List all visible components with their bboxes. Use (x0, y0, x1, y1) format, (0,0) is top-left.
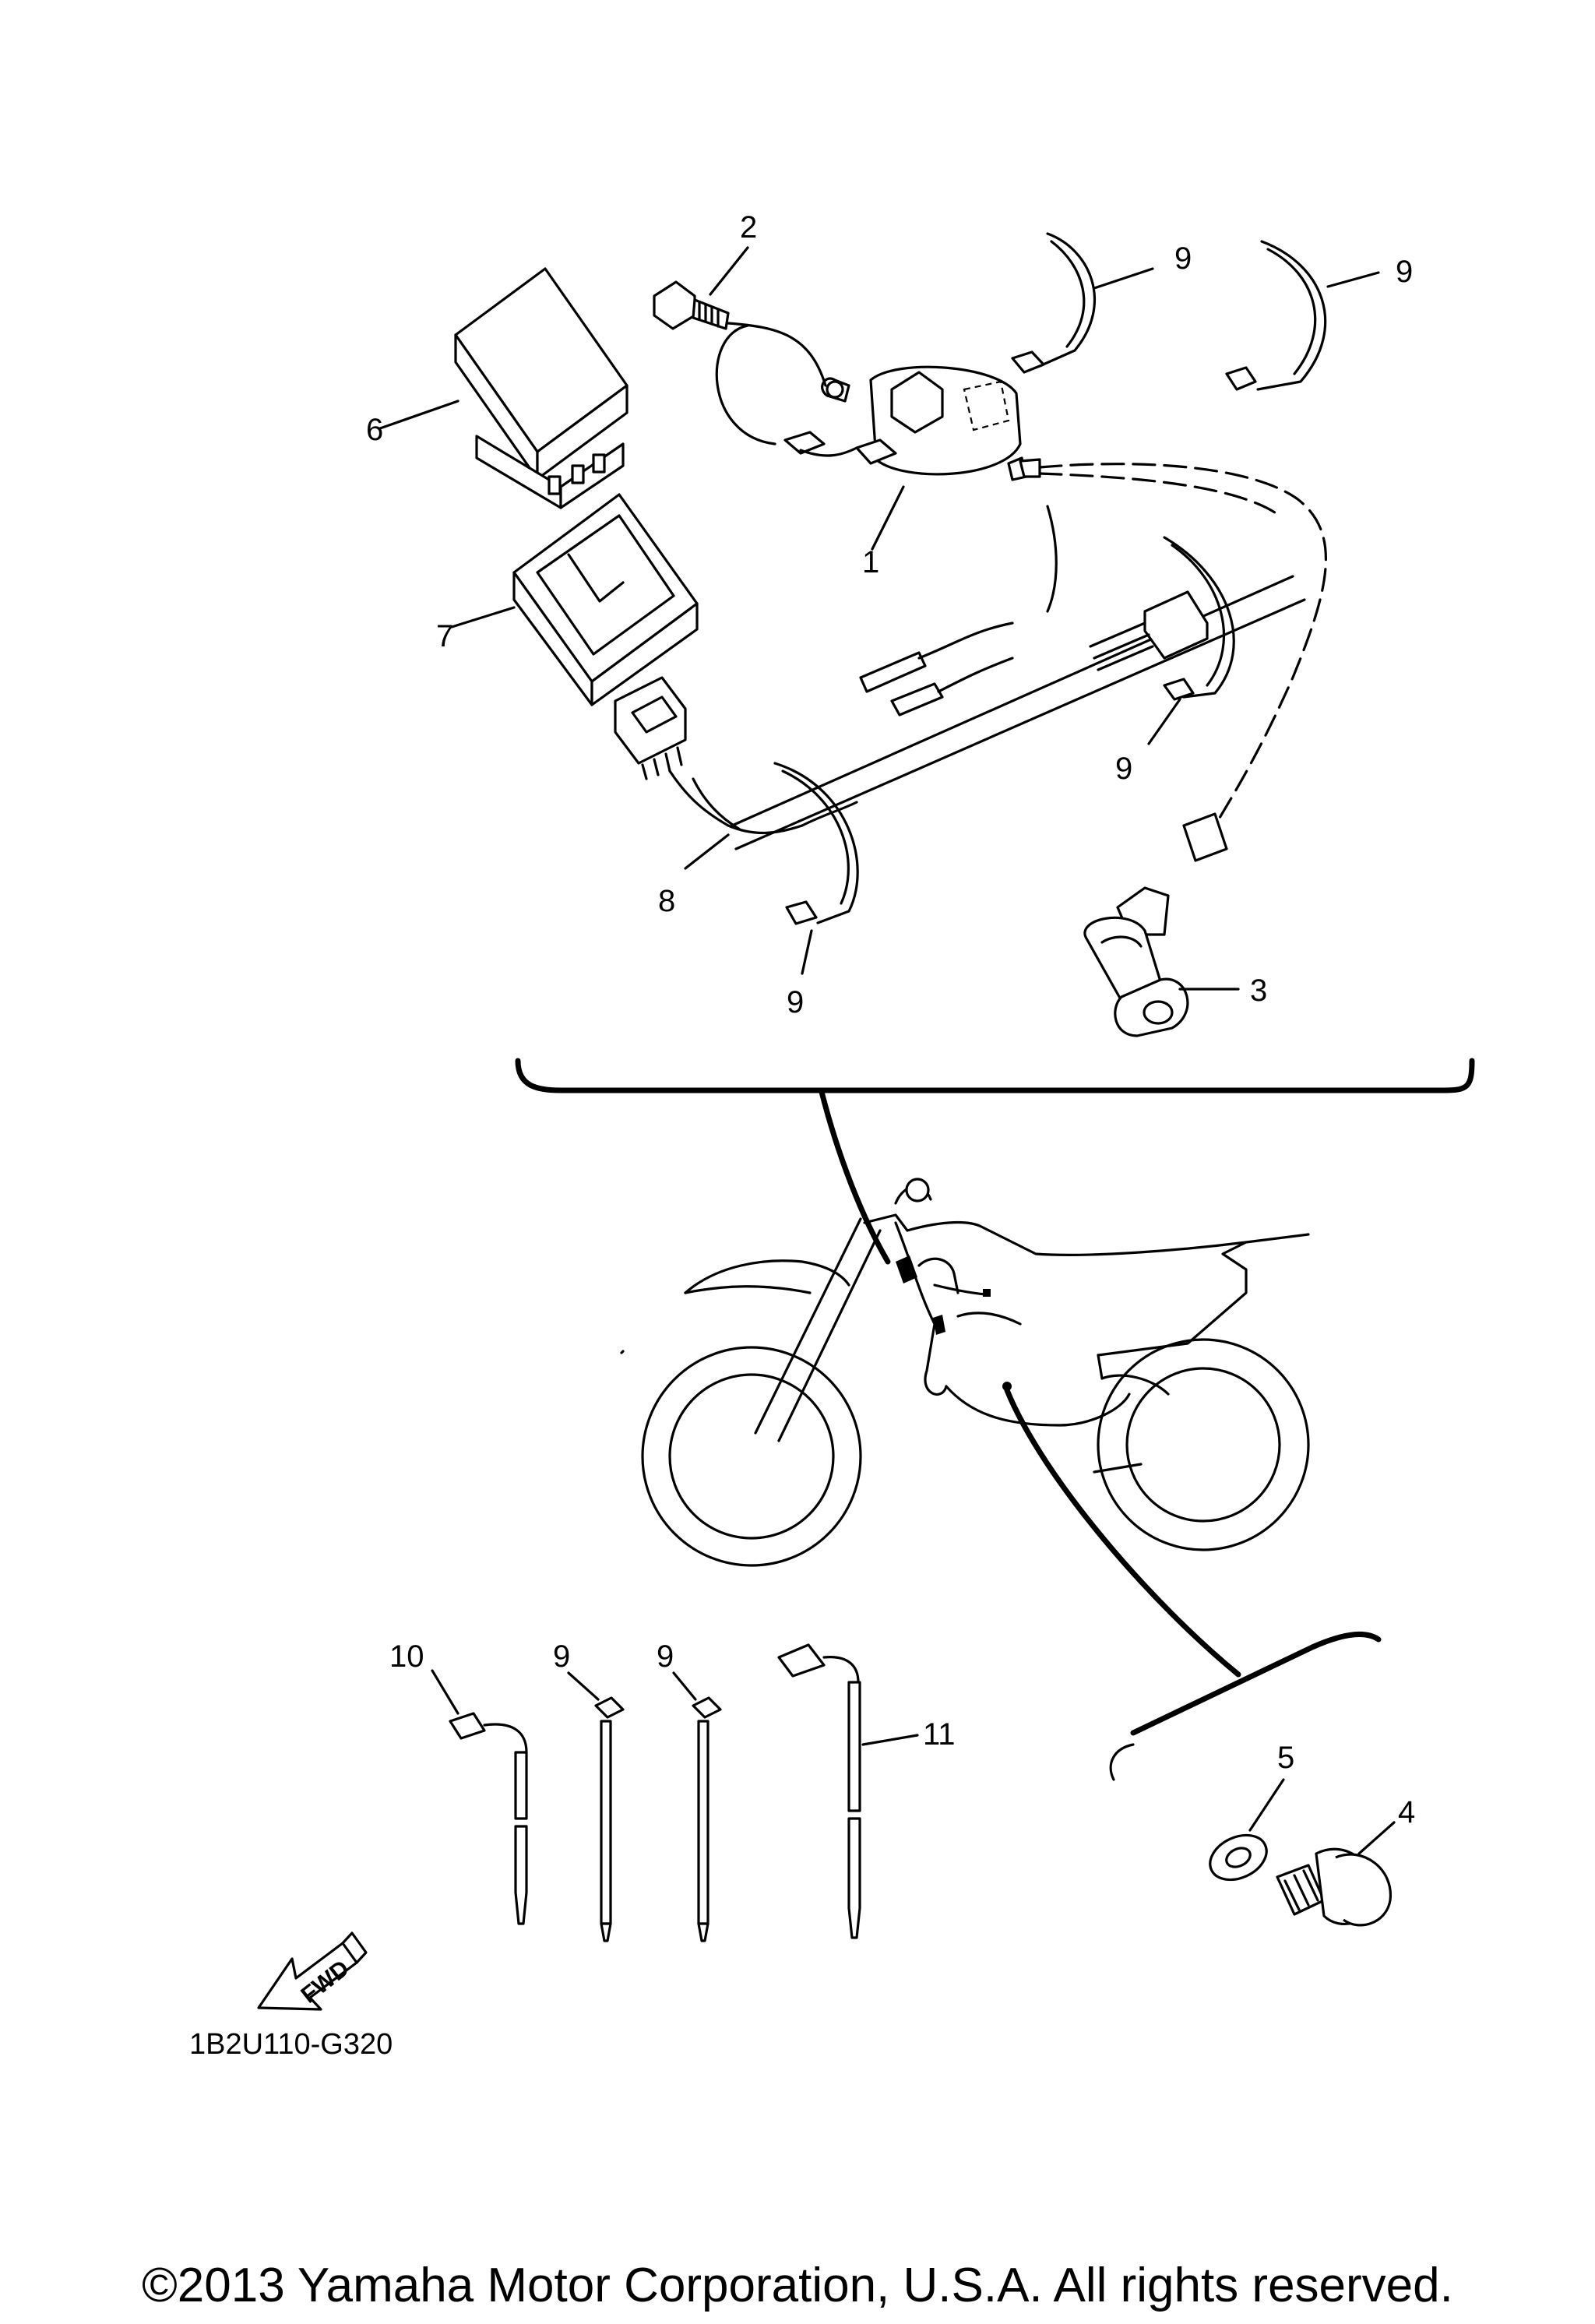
callout-5: 5 (1277, 1741, 1294, 1775)
clamp-part-9-top-a (1011, 232, 1096, 374)
callout-10: 10 (389, 1639, 424, 1674)
callout-9-lower-left: 9 (787, 985, 804, 1019)
washer-part-5 (1209, 1833, 1268, 1882)
fwd-arrow-icon: FWD (257, 1931, 368, 2011)
callout-9-top-a: 9 (1174, 241, 1192, 276)
detail-frame (1130, 1631, 1382, 1736)
cdi-unit-part-6 (454, 267, 628, 509)
cable-tie-clamp-part-10 (449, 1712, 528, 1925)
callout-2: 2 (740, 210, 757, 245)
copyright-notice: ©2013 Yamaha Motor Corporation, U.S.A. A… (142, 2259, 1453, 2312)
bolt-part-2 (653, 280, 730, 330)
ignition-coil-part-1 (783, 365, 1041, 481)
callout-9-mid-right: 9 (1115, 752, 1132, 786)
callout-9-loose-b: 9 (657, 1639, 674, 1674)
diagram-code: 1B2U110-G320 (189, 2028, 393, 2061)
callout-9-top-b: 9 (1396, 255, 1413, 289)
group-bracket (515, 1058, 1475, 1093)
clamp-part-9-mid-right (1163, 536, 1235, 701)
spark-plug-cap-part-3 (1083, 812, 1228, 1037)
callout-7: 7 (436, 619, 453, 653)
callout-6: 6 (366, 413, 383, 447)
callout-8: 8 (658, 884, 675, 918)
callout-9-loose-a: 9 (553, 1639, 570, 1674)
callout-11: 11 (923, 1717, 956, 1752)
callout-1: 1 (862, 545, 879, 579)
flange-bolt-part-4 (1276, 1847, 1392, 1927)
cable-tie-part-9-a (594, 1696, 625, 1942)
cable-tie-part-9-b (692, 1696, 722, 1942)
clamp-part-9-lower-left (773, 762, 859, 925)
motorcycle-location-silhouette (620, 1178, 1310, 1567)
cdi-holder-part-7 (512, 493, 699, 706)
callout-3: 3 (1250, 974, 1267, 1008)
callout-4: 4 (1398, 1795, 1415, 1829)
clamp-part-9-top-b (1225, 240, 1327, 391)
cable-tie-clamp-part-11 (777, 1643, 861, 1939)
wire-harness-part-8 (614, 505, 1306, 850)
